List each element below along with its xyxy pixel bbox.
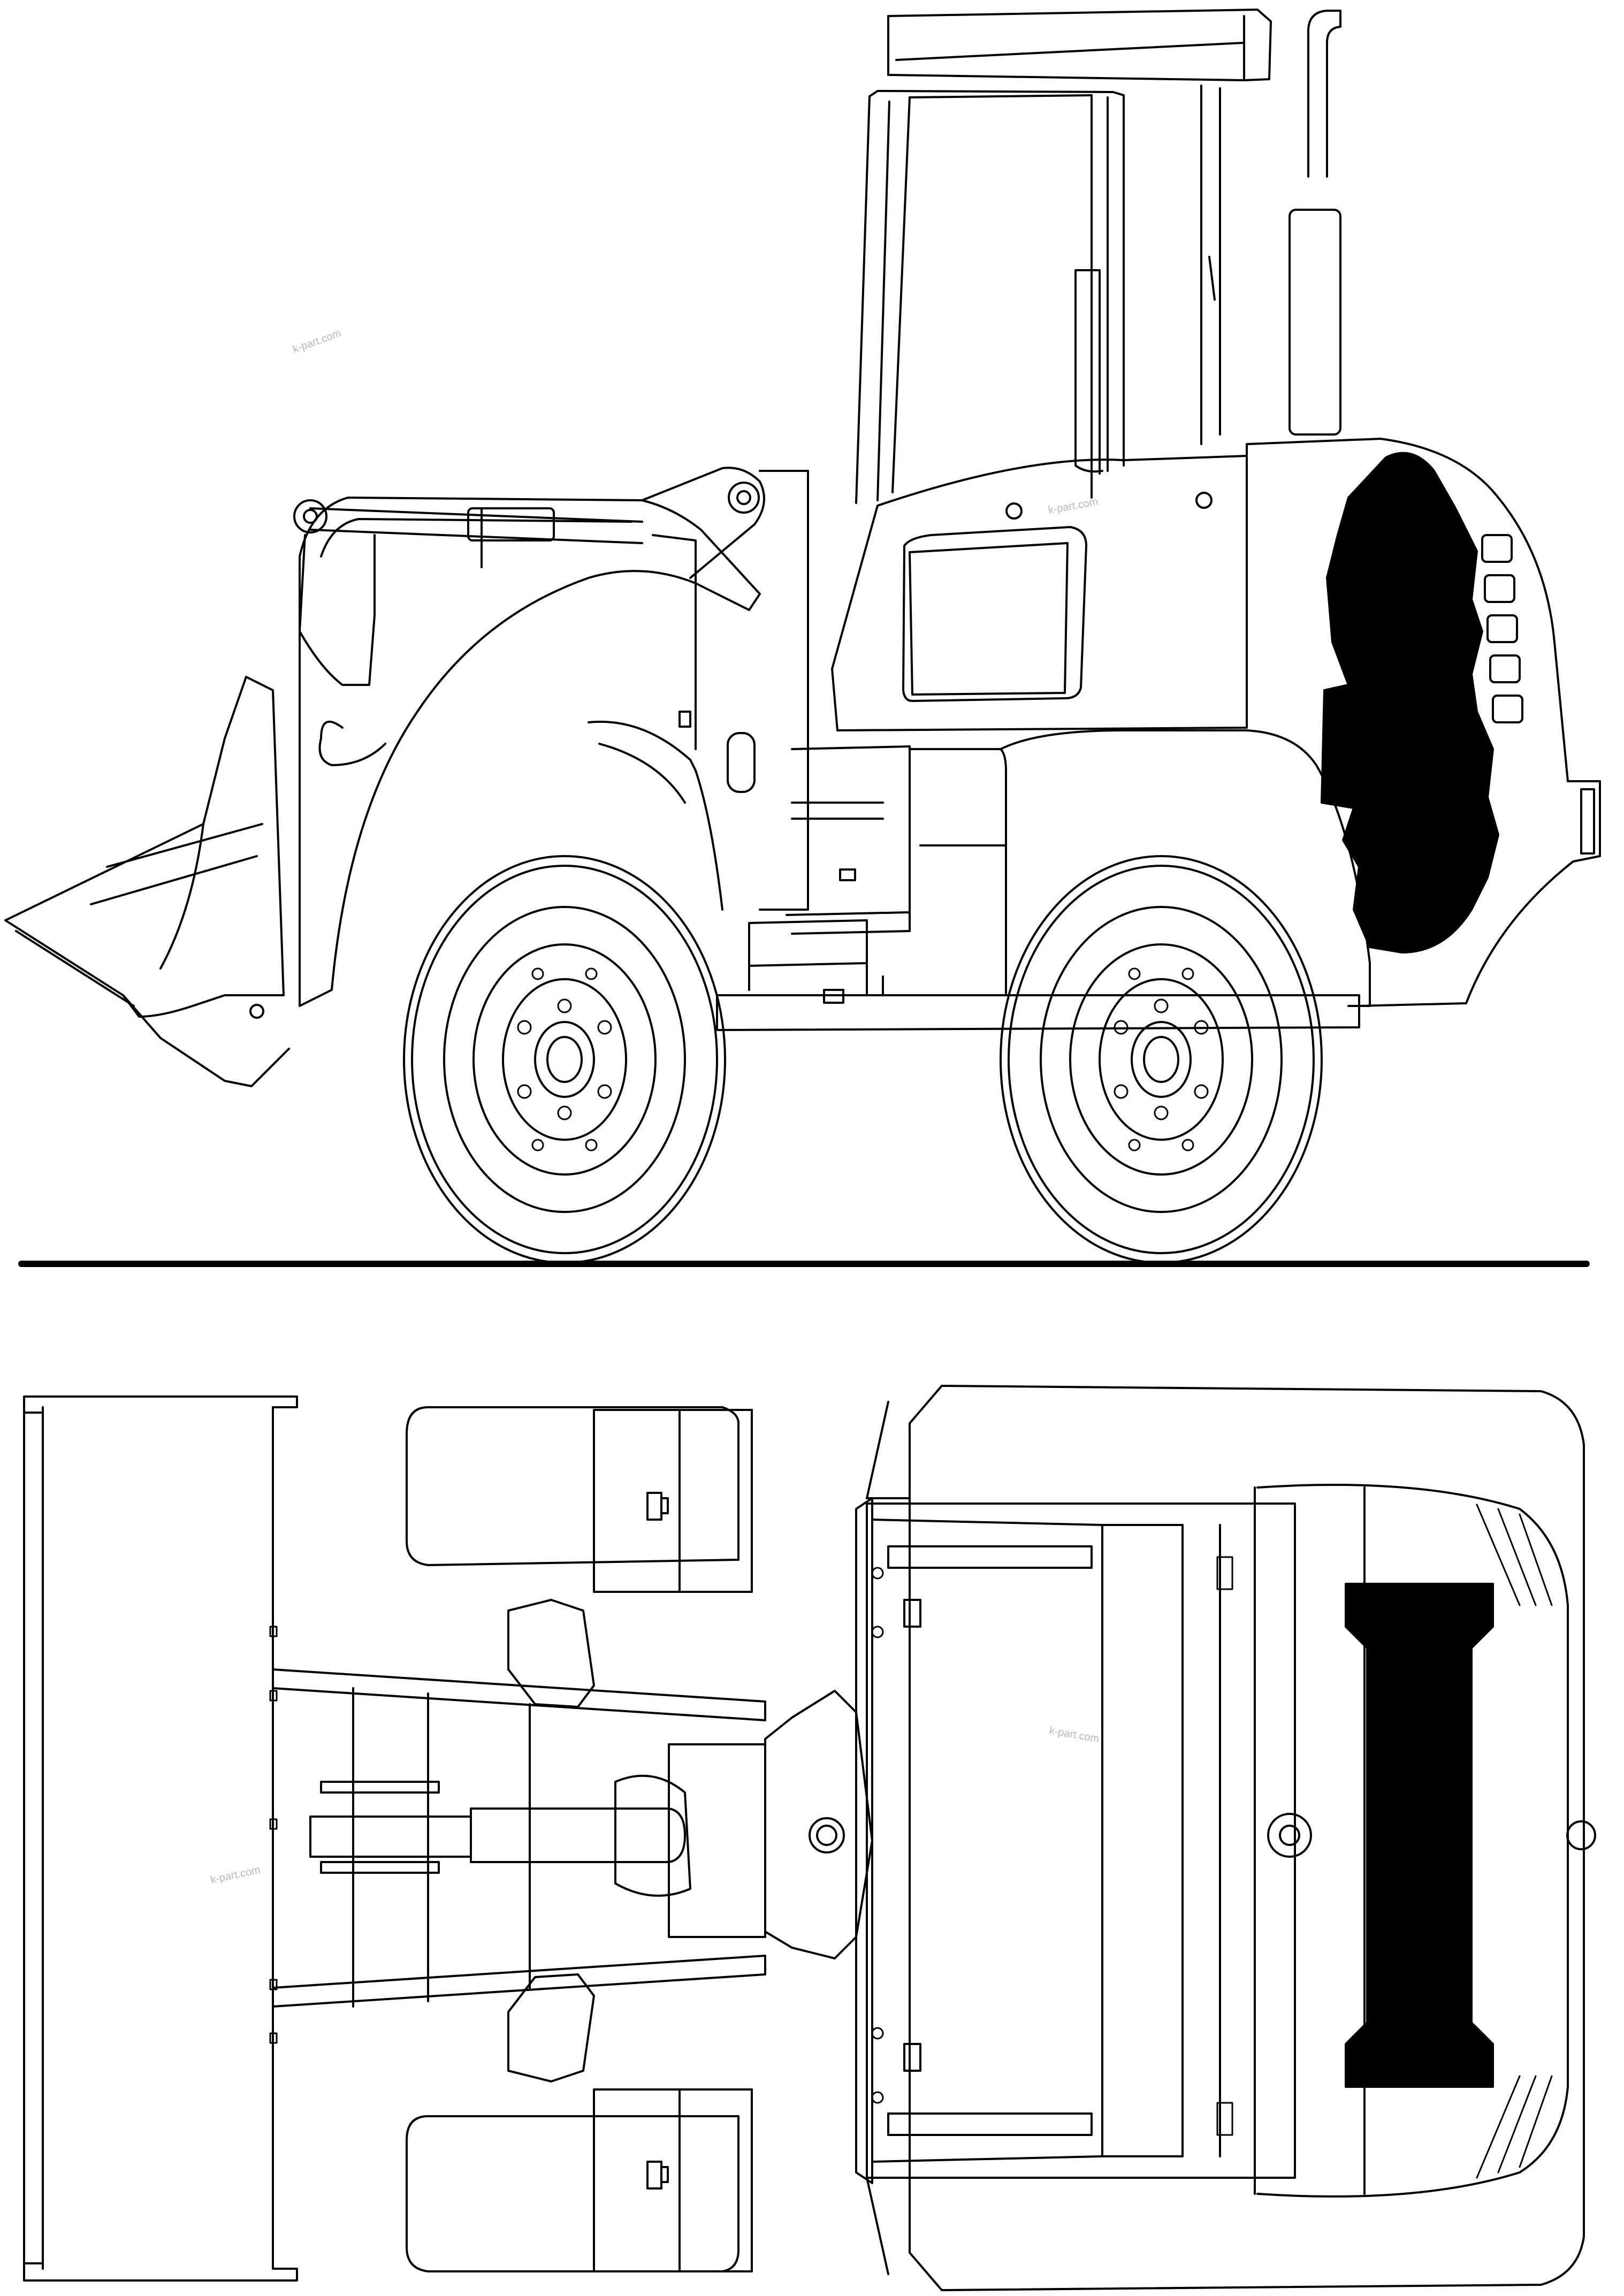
tilt-cylinder — [467, 507, 555, 541]
bellcrank-upper — [641, 467, 765, 579]
rear-chassis-frame — [866, 1502, 1296, 2179]
cab-door-window-inner — [909, 542, 1069, 696]
engine-dark-silhouette — [1321, 452, 1499, 954]
engine-filler-cap-center — [1279, 1825, 1300, 1846]
engine-hood-top — [1256, 1484, 1569, 2198]
tilt-link-plates — [320, 1781, 440, 1874]
cab-floor-outline — [871, 1519, 1103, 2163]
bucket-bottom — [122, 994, 290, 1087]
rear-wheel-lug-nuts — [1114, 967, 1209, 1151]
bucket-top-bolts — [269, 1626, 278, 2044]
lift-arm-top-lower — [272, 1955, 766, 2008]
rear-grille-top-2 — [1476, 2075, 1553, 2179]
front-left-wheel-top — [406, 1406, 753, 1593]
cab-rear-pillars — [855, 95, 911, 504]
front-fender — [588, 720, 723, 911]
undercarriage-beam — [716, 994, 1360, 1031]
bucket-inner-curve — [159, 823, 204, 970]
cab-floor-rails — [1101, 1524, 1221, 2157]
bucket-pin — [249, 1004, 264, 1019]
articulation-joint — [786, 745, 911, 935]
rear-grille — [1481, 534, 1523, 723]
rear-grille-top-1 — [1476, 1504, 1553, 1606]
undercarriage-bolt — [823, 989, 844, 1004]
hose-clamp — [839, 868, 856, 881]
chassis-center — [882, 748, 1007, 996]
articulation-hitch — [764, 1690, 873, 1959]
door-bolt-2 — [1195, 492, 1213, 509]
cab-step-plates — [887, 1545, 1093, 2136]
rear-body-front-edge — [909, 1385, 943, 2291]
cab-body — [831, 455, 1248, 731]
rear-hitch-point — [1566, 1820, 1596, 1850]
cab-hook — [1208, 256, 1216, 301]
cab-rear-post — [1200, 85, 1221, 445]
door-bolt-1 — [1005, 502, 1023, 520]
rear-wheel — [1000, 855, 1323, 1264]
rear-body-top — [941, 1385, 1585, 2291]
top-view — [23, 1385, 1596, 2291]
bucket-cutting-edge — [15, 823, 263, 1007]
articulation-pin — [809, 1817, 845, 1853]
lift-arm-cross-members — [352, 1687, 531, 2008]
engine-filler-cap — [1267, 1813, 1312, 1858]
front-frame-tower — [652, 470, 809, 911]
cab-handrail — [1074, 269, 1103, 475]
cab-roof-edge — [895, 15, 1245, 81]
bucket-top-edge — [23, 1406, 44, 2270]
lower-link-boss — [318, 720, 386, 766]
bellcrank-pin-center — [736, 490, 751, 505]
front-frame-rear-box — [668, 1743, 766, 1938]
engine-hood — [1246, 438, 1601, 1007]
top-link-pin-center — [303, 509, 318, 524]
engine-dark-silhouette-top — [1345, 1583, 1494, 2088]
bellcrank-top — [614, 1774, 691, 1897]
front-link — [299, 534, 376, 686]
bucket-top — [23, 1395, 298, 2282]
chassis-lugs — [903, 1599, 921, 2072]
front-frame-ear-upper — [507, 1599, 595, 1708]
tower-slot — [727, 732, 756, 793]
tower-bolt — [678, 711, 691, 728]
front-right-wheel-top — [406, 2088, 753, 2272]
exhaust-muffler — [1288, 209, 1341, 436]
articulation-pin-center — [816, 1825, 837, 1846]
front-wheel — [403, 855, 726, 1264]
cab-front-pillar — [868, 90, 1125, 467]
side-view — [4, 9, 1601, 1267]
tilt-link-rod — [309, 507, 643, 544]
lift-arm-inner — [320, 518, 632, 558]
cab-door-frame — [909, 94, 1109, 499]
front-frame-ear-lower — [507, 1973, 595, 2083]
front-fender-inner — [598, 743, 686, 804]
bellcrank-pin — [728, 482, 760, 514]
rear-chassis-side — [855, 1497, 873, 2184]
exhaust-stack — [1307, 10, 1341, 178]
cab-door-window — [902, 526, 1087, 702]
rear-frame-bolts — [871, 1556, 1233, 2136]
cab-roof — [887, 9, 1272, 81]
top-link-pin — [293, 499, 327, 533]
tilt-cylinder-top — [470, 1807, 686, 1863]
hydraulic-line-1 — [791, 802, 884, 820]
front-wheel-lug-nuts — [517, 967, 612, 1151]
rear-fender — [1000, 729, 1371, 1007]
undercarriage-struts — [748, 946, 868, 996]
lift-arm-top-upper — [272, 1668, 766, 1721]
rear-counterweight-lamp — [1580, 788, 1595, 855]
